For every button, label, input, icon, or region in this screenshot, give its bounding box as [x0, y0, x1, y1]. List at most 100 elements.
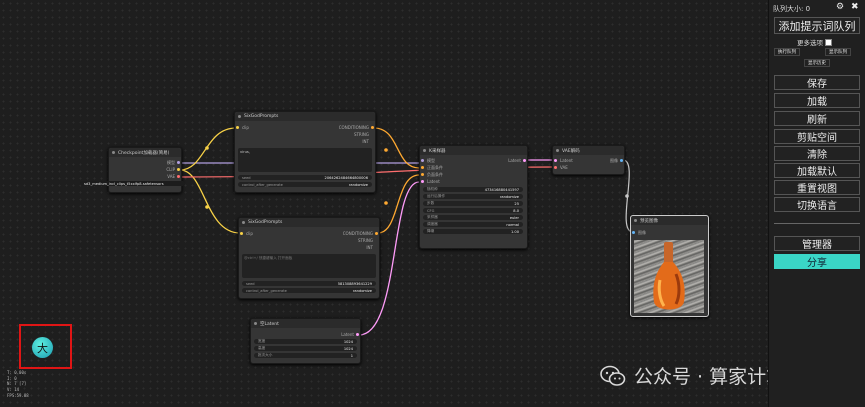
input-positive[interactable]: 正面条件: [427, 165, 443, 170]
prompt-textarea[interactable]: virus,: [238, 148, 372, 172]
output-string[interactable]: STRING: [353, 132, 369, 137]
ckpt-name-widget[interactable]: sd3_medium_incl_clips_t5xxlfp8.safetenso…: [80, 181, 185, 186]
show-history-button[interactable]: 显示历史: [804, 59, 830, 67]
prompt-textarea[interactable]: @ctrl+/ 快捷键输入 打开面板: [242, 254, 376, 278]
output-latent[interactable]: Latent: [341, 332, 354, 337]
checkpoint-loader-node[interactable]: Checkpoint加载器(简易) 模型 CLIP VAE: [108, 147, 182, 193]
output-port-icon[interactable]: [177, 161, 180, 164]
input-image[interactable]: 图像: [638, 230, 646, 235]
output-clip[interactable]: CLIP: [166, 167, 175, 172]
node-header[interactable]: SixGodPrompts: [235, 112, 375, 121]
output-port-icon[interactable]: [177, 168, 180, 171]
output-int[interactable]: INT: [362, 139, 369, 144]
output-vae[interactable]: VAE: [167, 174, 175, 179]
input-port-icon[interactable]: [240, 232, 243, 235]
input-port-icon[interactable]: [421, 159, 424, 162]
node-header[interactable]: Checkpoint加载器(简易): [109, 148, 181, 157]
avatar[interactable]: 大: [32, 337, 53, 358]
input-port-icon[interactable]: [554, 159, 557, 162]
node-graph-canvas[interactable]: Checkpoint加载器(简易) 模型 CLIP VAE sd3_medium…: [0, 0, 768, 407]
output-string[interactable]: STRING: [357, 238, 373, 243]
output-port-icon[interactable]: [620, 159, 623, 162]
output-port-icon[interactable]: [356, 333, 359, 336]
node-header[interactable]: VAE解码: [553, 146, 624, 155]
output-conditioning[interactable]: CONDITIONING: [338, 125, 369, 130]
output-image[interactable]: 图像: [610, 158, 618, 163]
gear-icon[interactable]: ⚙: [836, 2, 845, 12]
input-port-icon[interactable]: [421, 180, 424, 183]
add-prompt-queue-button[interactable]: 添加提示词队列: [774, 17, 860, 34]
switch-language-button[interactable]: 切换语言: [774, 197, 860, 212]
collapse-dot-icon[interactable]: [634, 219, 637, 222]
output-conditioning[interactable]: CONDITIONING: [342, 231, 373, 236]
collapse-dot-icon[interactable]: [238, 115, 241, 118]
output-model[interactable]: 模型: [167, 160, 175, 165]
input-port-icon[interactable]: [236, 126, 239, 129]
node-header[interactable]: K采样器: [420, 146, 527, 155]
node-header[interactable]: 空Latent: [251, 319, 360, 328]
show-queue-button[interactable]: 显示队列: [825, 48, 851, 56]
clipspace-button[interactable]: 剪贴空间: [774, 129, 860, 144]
vae-decode-node[interactable]: VAE解码 Latent VAE 图像: [552, 145, 625, 175]
output-latent[interactable]: Latent: [508, 158, 521, 163]
input-clip[interactable]: clip: [242, 125, 249, 130]
save-button[interactable]: 保存: [774, 75, 860, 90]
clear-button[interactable]: 清除: [774, 146, 860, 161]
positive-prompt-node[interactable]: SixGodPrompts clip CONDITIONING STRING I…: [234, 111, 376, 193]
load-default-button[interactable]: 加载默认: [774, 163, 860, 178]
preview-image-node[interactable]: 预览图像 图像: [630, 215, 709, 317]
collapse-dot-icon[interactable]: [556, 149, 559, 152]
queue-view-button[interactable]: 执行队列: [774, 48, 800, 56]
widget-value: normal: [506, 222, 519, 227]
share-button[interactable]: 分享: [774, 254, 860, 269]
stat-i: I: 0: [7, 375, 17, 381]
collapse-dot-icon[interactable]: [423, 149, 426, 152]
output-port-icon[interactable]: [177, 175, 180, 178]
widget-value: 8.0: [513, 208, 519, 213]
more-options-toggle[interactable]: 更多选项: [797, 37, 832, 47]
node-header[interactable]: 预览图像: [631, 216, 708, 225]
collapse-dot-icon[interactable]: [254, 322, 257, 325]
input-latent[interactable]: Latent: [560, 158, 573, 163]
input-clip[interactable]: clip: [246, 231, 253, 236]
refresh-button[interactable]: 刷新: [774, 111, 860, 126]
output-int[interactable]: INT: [366, 245, 373, 250]
output-port-icon[interactable]: [523, 159, 526, 162]
input-negative[interactable]: 负面条件: [427, 172, 443, 177]
input-latent[interactable]: Latent: [427, 179, 440, 184]
negative-prompt-node[interactable]: SixGodPrompts clip CONDITIONING STRING I…: [238, 217, 380, 299]
output-port-icon[interactable]: [371, 126, 374, 129]
input-model[interactable]: 模型: [427, 158, 435, 163]
input-port-icon[interactable]: [554, 166, 557, 169]
more-options-checkbox[interactable]: [825, 38, 832, 46]
input-port-icon[interactable]: [421, 166, 424, 169]
input-port-icon[interactable]: [421, 173, 424, 176]
node-header[interactable]: SixGodPrompts: [239, 218, 379, 227]
close-icon[interactable]: ✖: [851, 2, 859, 12]
manager-button[interactable]: 管理器: [774, 236, 860, 251]
output-port-icon[interactable]: [375, 232, 378, 235]
input-vae[interactable]: VAE: [560, 165, 568, 170]
reset-view-button[interactable]: 重置视图: [774, 180, 860, 195]
widget-label: seed: [242, 175, 251, 180]
collapse-dot-icon[interactable]: [242, 221, 245, 224]
load-button[interactable]: 加载: [774, 93, 860, 108]
collapse-dot-icon[interactable]: [112, 151, 115, 154]
input-port-icon[interactable]: [632, 231, 635, 234]
